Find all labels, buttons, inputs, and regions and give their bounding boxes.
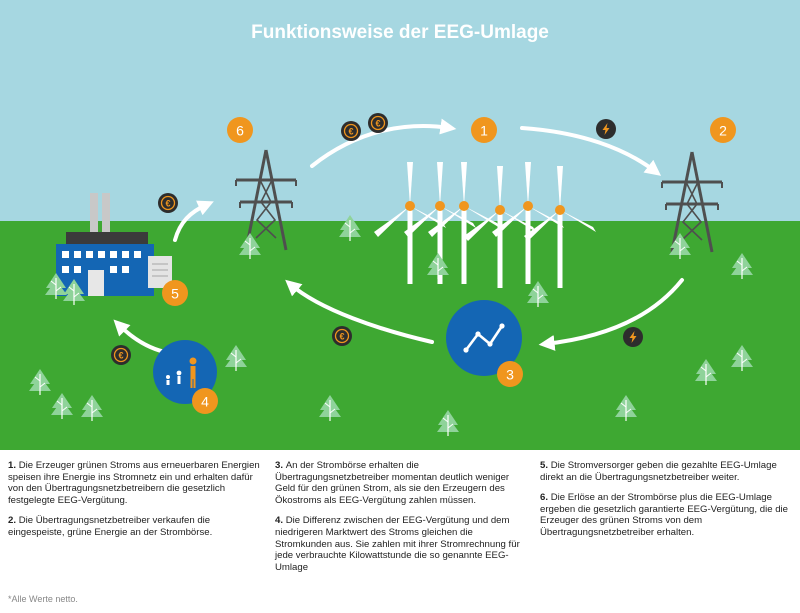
svg-text:1: 1 bbox=[480, 123, 488, 139]
description-column-2: 3. An der Strombörse erhalten die Übertr… bbox=[275, 460, 527, 582]
step-badge-5: 5 bbox=[162, 280, 188, 306]
step-description-4: 4. Die Differenz zwischen der EEG-Vergüt… bbox=[275, 515, 520, 573]
flow-arrow-2-to-3 bbox=[538, 278, 684, 351]
step-badge-6: 6 bbox=[227, 117, 253, 143]
euro-coin-icon bbox=[340, 120, 362, 142]
power-plant-icon bbox=[56, 193, 172, 296]
exchange-chart-icon bbox=[446, 300, 522, 376]
flow-arrow-3-to-6 bbox=[285, 279, 434, 344]
svg-text:5: 5 bbox=[171, 286, 179, 302]
step-description-2: 2. Die Übertragungsnetzbetreiber verkauf… bbox=[8, 515, 213, 538]
lightning-bolt-icon bbox=[623, 327, 643, 347]
euro-coin-icon bbox=[110, 344, 132, 366]
svg-text:6: 6 bbox=[236, 123, 244, 139]
svg-text:3: 3 bbox=[506, 367, 514, 383]
flow-arrow-4-to-5 bbox=[113, 319, 167, 354]
step-description-3: 3. An der Strombörse erhalten die Übertr… bbox=[275, 460, 510, 506]
flow-arrow-5-to-6 bbox=[173, 200, 214, 242]
scene-illustration: € bbox=[0, 0, 800, 450]
step-badge-3: 3 bbox=[497, 361, 523, 387]
step-badge-2: 2 bbox=[710, 117, 736, 143]
euro-coin-icon bbox=[157, 192, 179, 214]
step-badge-4: 4 bbox=[192, 388, 218, 414]
lightning-bolt-icon bbox=[596, 119, 616, 139]
euro-coin-icon bbox=[331, 325, 353, 347]
flow-arrow-1-to-2 bbox=[520, 126, 662, 176]
footnote: *Alle Werte netto. bbox=[8, 594, 78, 604]
euro-coin-icon bbox=[367, 112, 389, 134]
page-title: Funktionsweise der EEG-Umlage bbox=[251, 22, 549, 43]
description-column-3: 5. Die Stromversorger geben die gezahlte… bbox=[540, 460, 792, 548]
svg-text:2: 2 bbox=[719, 123, 727, 139]
step-description-5: 5. Die Stromversorger geben die gezahlte… bbox=[540, 460, 777, 483]
step-badge-1: 1 bbox=[471, 117, 497, 143]
svg-text:4: 4 bbox=[201, 394, 209, 410]
step-description-1: 1. Die Erzeuger grünen Stroms aus erneue… bbox=[8, 460, 260, 506]
step-description-6: 6. Die Erlöse an der Strombörse plus die… bbox=[540, 492, 788, 538]
description-column-1: 1. Die Erzeuger grünen Stroms aus erneue… bbox=[8, 460, 260, 548]
family-icon bbox=[153, 340, 217, 404]
sky-background bbox=[0, 0, 800, 221]
